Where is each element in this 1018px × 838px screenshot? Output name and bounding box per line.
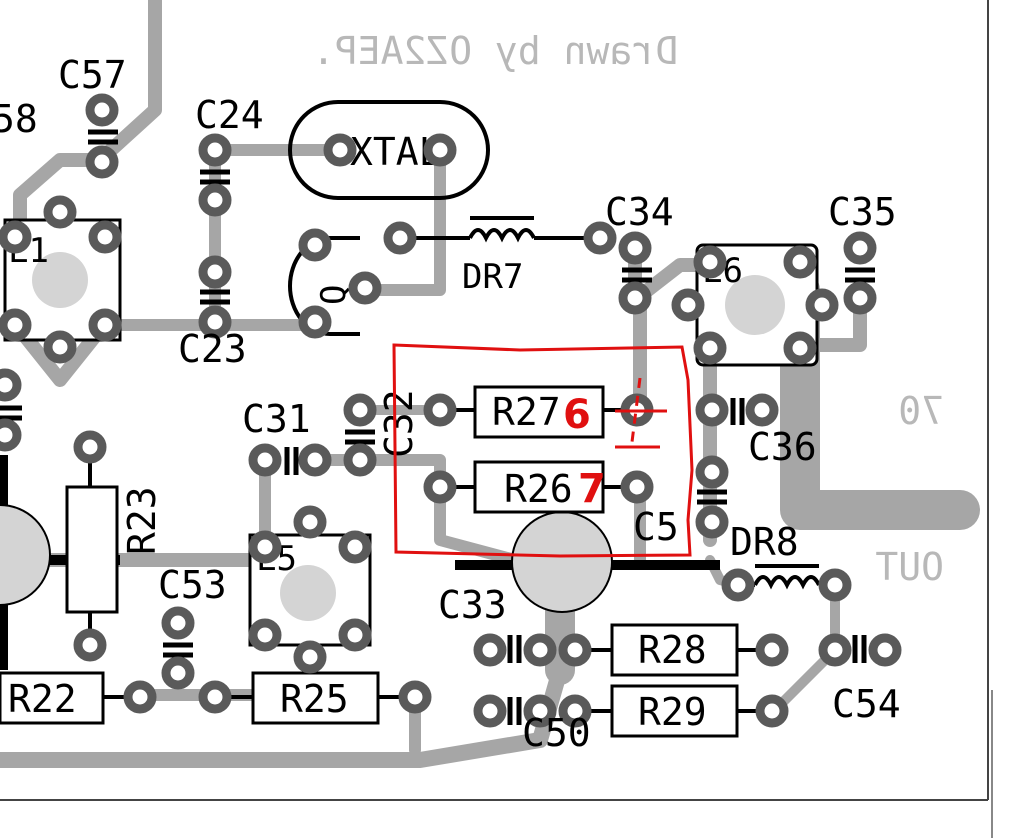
- annotation-outline: [392, 343, 694, 558]
- c57-label: C57: [58, 53, 127, 97]
- resistor-r27: R27: [440, 385, 637, 439]
- r28-label: R28: [638, 628, 707, 672]
- resistor-r28: R28: [575, 623, 772, 677]
- annotation-mark-7: 7: [578, 466, 606, 512]
- capacitor-plates: [0, 129, 875, 725]
- q-label: Q: [314, 285, 354, 305]
- dr8-label: DR8: [730, 520, 799, 564]
- c23-label: C23: [178, 327, 247, 371]
- choke-dr8: DR8: [730, 520, 835, 590]
- resistor-r23: R23: [65, 447, 164, 645]
- c24-label: C24: [195, 93, 264, 137]
- out-label: OUT: [875, 545, 944, 589]
- c58-label: 58: [0, 97, 38, 141]
- component-labels: C57 58 C24 C34 C35 C23 C32 C31 C36 C5 C5…: [0, 53, 901, 755]
- solder-pads: [0, 93, 902, 728]
- c33-label: C33: [438, 583, 507, 627]
- mirrored-text: Drawn by OZ2AEP. 70 OUT: [312, 29, 944, 589]
- r29-label: R29: [638, 690, 707, 734]
- c35-label: C35: [828, 190, 897, 234]
- drawn-by-text: Drawn by OZ2AEP.: [312, 29, 678, 73]
- r26-label: R26: [504, 467, 573, 511]
- dr7-label: DR7: [462, 257, 523, 297]
- red-annotation: 6 7: [392, 343, 694, 558]
- transistor-pad-left: [0, 504, 51, 606]
- transistor-pad-center: [511, 511, 613, 613]
- r22-label: R22: [8, 677, 77, 721]
- resistor-r29: R29: [575, 684, 772, 738]
- c5-label: C5: [633, 505, 679, 549]
- o7-label: 70: [898, 389, 944, 433]
- resistor-r22: R22: [0, 671, 140, 725]
- annotation-mark-6: 6: [563, 392, 591, 438]
- c32-label: C32: [377, 389, 421, 458]
- c36-label: C36: [748, 425, 817, 469]
- c54-label: C54: [832, 682, 901, 726]
- r23-label: R23: [120, 486, 164, 555]
- c31-label: C31: [242, 397, 311, 441]
- r25-label: R25: [280, 677, 349, 721]
- coil-l6: L6: [695, 243, 819, 367]
- c34-label: C34: [605, 190, 674, 234]
- resistor-r25: R25: [215, 671, 415, 725]
- resistor-r26: R26: [440, 460, 637, 514]
- r27-label: R27: [492, 390, 561, 434]
- c53-label: C53: [158, 563, 227, 607]
- c50-label: C50: [522, 711, 591, 755]
